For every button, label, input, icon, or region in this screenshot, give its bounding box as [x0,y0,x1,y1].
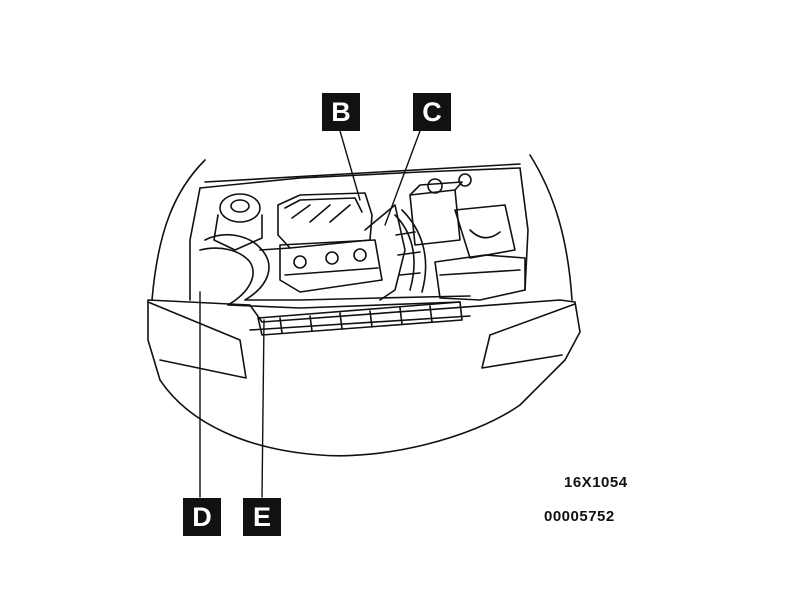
strut-tower-left [213,193,263,251]
engine-bay-rim [189,163,529,301]
figure-id: 16X1054 [564,474,628,491]
leader-line-b [339,130,361,201]
wiring-harness [199,234,471,309]
document-id: 00005752 [544,508,615,525]
leader-line-c [384,130,421,226]
callout-c-label: C [413,93,451,131]
battery-box [409,173,472,246]
air-cleaner [434,204,526,301]
callout-b-label: B [322,93,360,131]
engine-block [277,192,406,301]
radiator-support [257,301,463,336]
intake-hose [394,209,427,293]
callout-d-label: D [183,498,221,536]
front-bumper [147,299,581,457]
hood-outline [151,154,573,301]
leader-line-e [261,319,265,498]
leader-lines [199,130,421,498]
callout-e-label: E [243,498,281,536]
